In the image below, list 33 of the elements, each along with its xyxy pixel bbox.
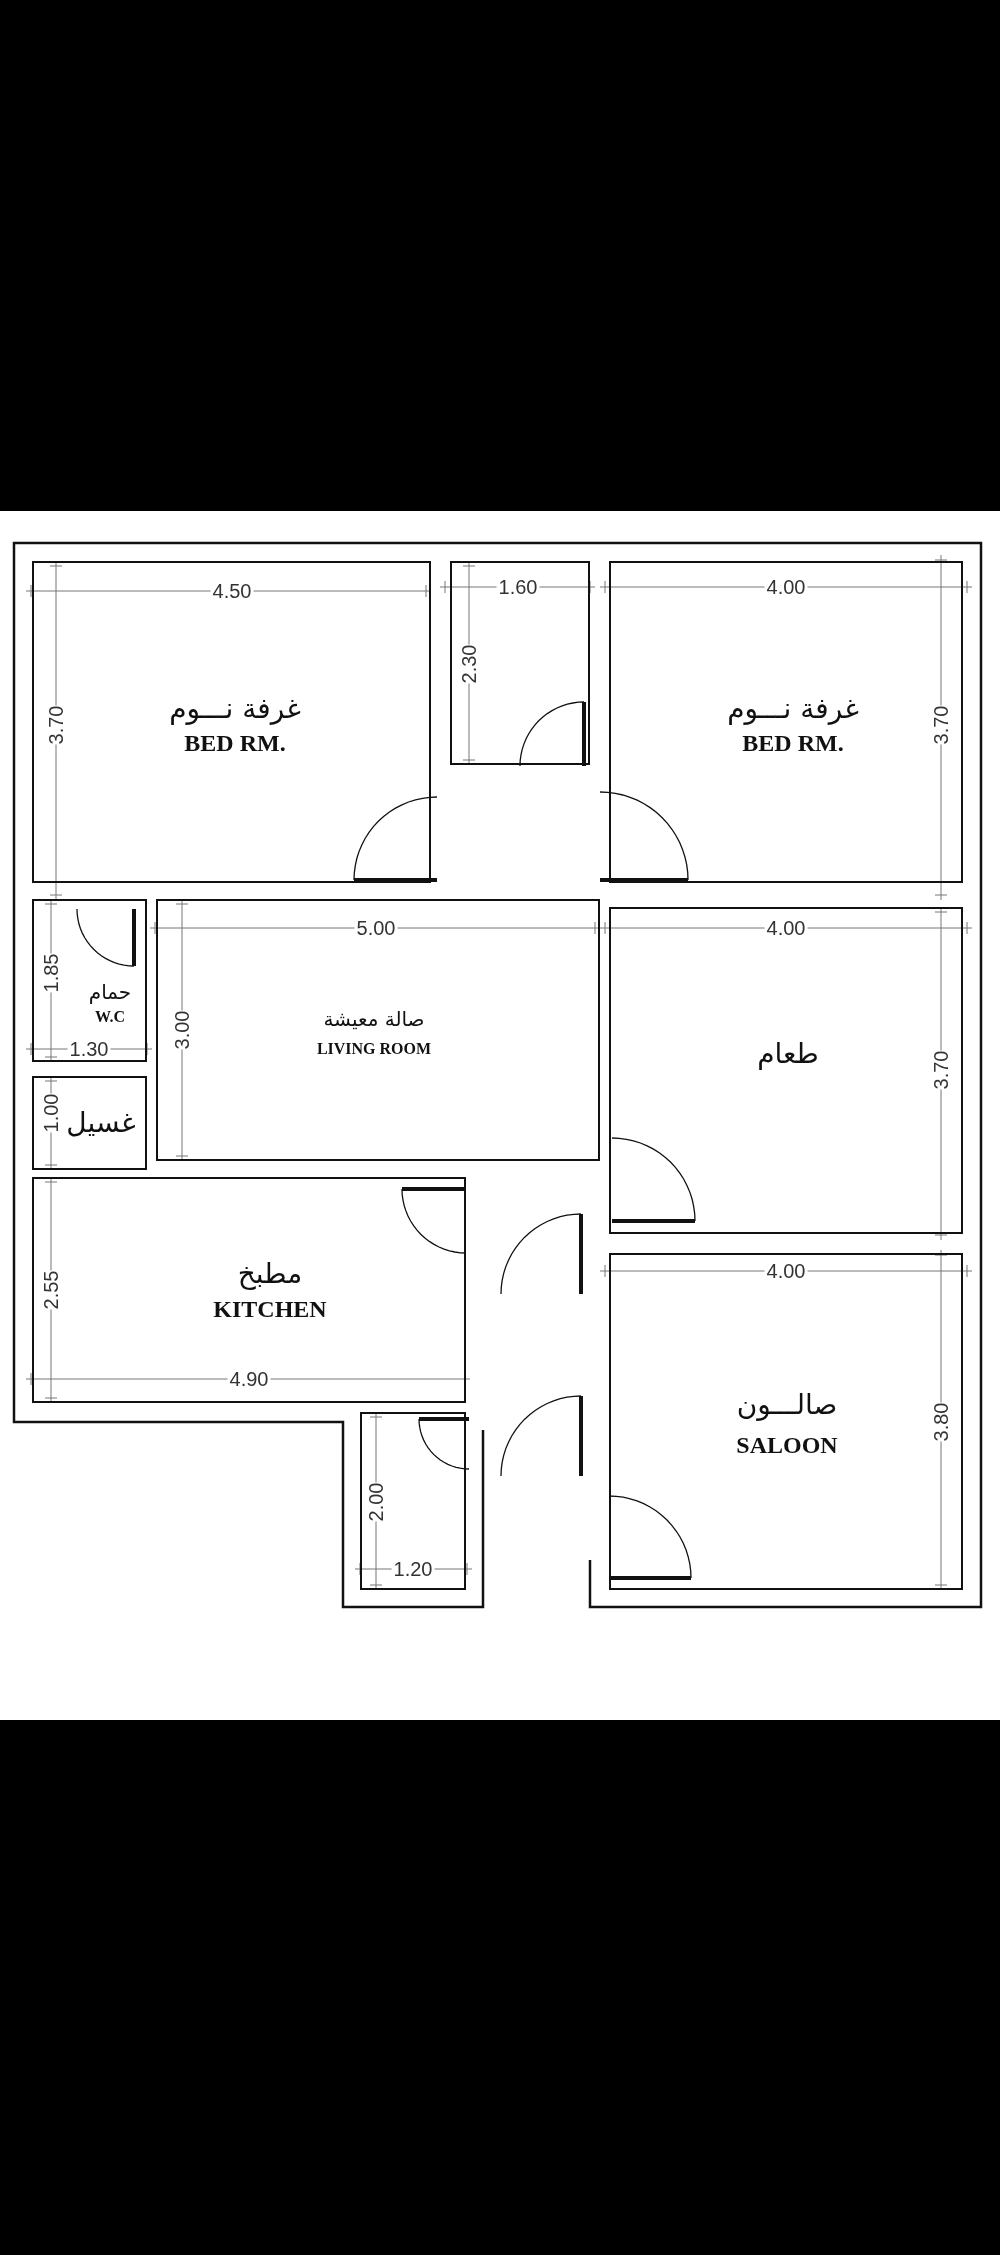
room-label: مطبخ xyxy=(237,1260,303,1288)
room-outline xyxy=(32,899,147,1062)
dimension-label: 1.20 xyxy=(391,1559,435,1579)
room-outline xyxy=(609,907,963,1234)
room-label: صالة معيشة xyxy=(323,1009,425,1029)
room-label: غرفة نـــوم xyxy=(727,695,859,723)
dimension-label: 4.00 xyxy=(764,1261,808,1281)
dimension-label: 4.00 xyxy=(764,577,808,597)
dimension-label: 5.00 xyxy=(354,918,398,938)
room-outline xyxy=(360,1412,466,1590)
room-label: LIVING ROOM xyxy=(316,1041,432,1057)
room-label: صالـــون xyxy=(736,1391,838,1419)
room-label: SALOON xyxy=(736,1433,838,1457)
room-outline xyxy=(450,561,590,765)
room-label: غرفة نـــوم xyxy=(169,695,301,723)
dimension-label: 4.00 xyxy=(764,918,808,938)
dimension-label: 1.30 xyxy=(67,1039,111,1059)
room-label: حمام xyxy=(88,982,132,1002)
dimension-label: 4.90 xyxy=(227,1369,271,1389)
room-outline xyxy=(609,1253,963,1590)
room-label: W.C xyxy=(94,1009,126,1025)
room-label: غسيل xyxy=(66,1109,136,1137)
room-label: BED RM. xyxy=(742,731,844,755)
room-label: KITCHEN xyxy=(213,1297,327,1321)
room-outline xyxy=(32,1076,147,1170)
room-outline xyxy=(32,1177,466,1403)
room-label: BED RM. xyxy=(184,731,286,755)
room-outline xyxy=(156,899,600,1161)
room-label: طعام xyxy=(757,1040,819,1068)
dimension-label: 4.50 xyxy=(210,581,254,601)
room-outline xyxy=(609,561,963,883)
dimension-label: 1.60 xyxy=(496,577,540,597)
room-outline xyxy=(32,561,431,883)
